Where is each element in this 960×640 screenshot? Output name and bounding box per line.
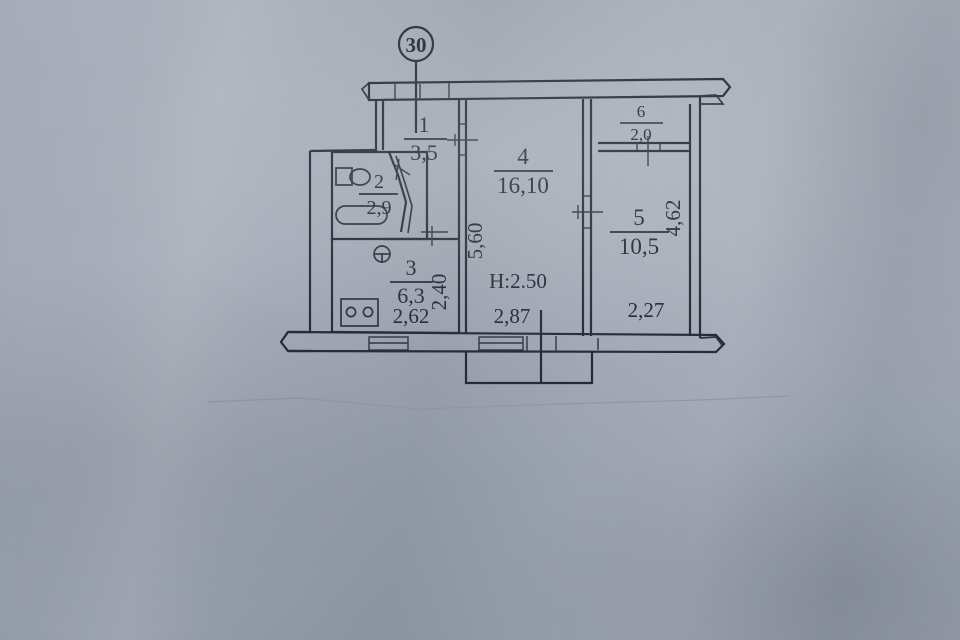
bathtub-icon: [335, 205, 388, 225]
balcony-slab: [464, 352, 594, 385]
wall-bathroom-box: [330, 150, 429, 241]
wall-right-top-cap: [699, 94, 725, 105]
wall-exterior-bottom: [287, 330, 726, 354]
apartment-marker-circle: [397, 25, 435, 63]
window-kitchen: [368, 336, 409, 351]
door-bathroom-swing: [391, 162, 411, 176]
room-4-area: 16,10: [497, 173, 549, 198]
wall-right-bottom-cap: [699, 336, 723, 346]
window-room4: [478, 336, 524, 351]
wall-kitchen-bottom: [331, 330, 460, 335]
wall-bathroom-curved-right: [387, 151, 408, 233]
stove-burner-1: [345, 306, 357, 318]
wall-left-top-return: [309, 148, 376, 153]
dimension-living-height: 5,60: [463, 223, 487, 260]
dimension-kitchen-depth: 2,40: [427, 274, 451, 311]
room-6-number: 6: [637, 102, 646, 121]
stove-burner-2: [362, 306, 374, 318]
room-5-number: 5: [633, 205, 645, 230]
dimension-kitchen-width: 2,62: [393, 304, 430, 328]
room-3-number: 3: [406, 255, 417, 280]
room-2-number: 2: [374, 171, 384, 193]
room-6-area: 2,0: [630, 125, 651, 144]
dimension-bedroom-height: 4,62: [661, 200, 685, 237]
bathroom-sink-icon: [349, 168, 371, 186]
apartment-number-label: 30: [406, 33, 427, 57]
room-3-area: 6,3: [397, 283, 425, 308]
ceiling-height-label: H:2.50: [489, 269, 547, 293]
room-5-area: 10,5: [619, 234, 659, 259]
room-4-number: 4: [517, 144, 529, 169]
stove-icon: [340, 298, 379, 327]
room-2-area: 2,9: [367, 197, 392, 219]
wall-bathroom-curved-right-2: [395, 155, 413, 234]
dimension-bedroom-width: 2,27: [628, 298, 665, 322]
bathroom-cabinet: [335, 167, 353, 186]
wall-left-bottom-cap: [279, 330, 310, 353]
kitchen-sink-icon: [373, 245, 391, 263]
room-1-number: 1: [419, 112, 430, 137]
room-1-area: 3,5: [410, 140, 438, 165]
wall-exterior-top: [367, 77, 732, 102]
door-bathroom-jamb: [395, 158, 400, 181]
paper-fold-line: [207, 395, 791, 410]
dimension-living-width: 2,87: [494, 304, 531, 328]
wall-top-left-cap: [360, 82, 370, 101]
